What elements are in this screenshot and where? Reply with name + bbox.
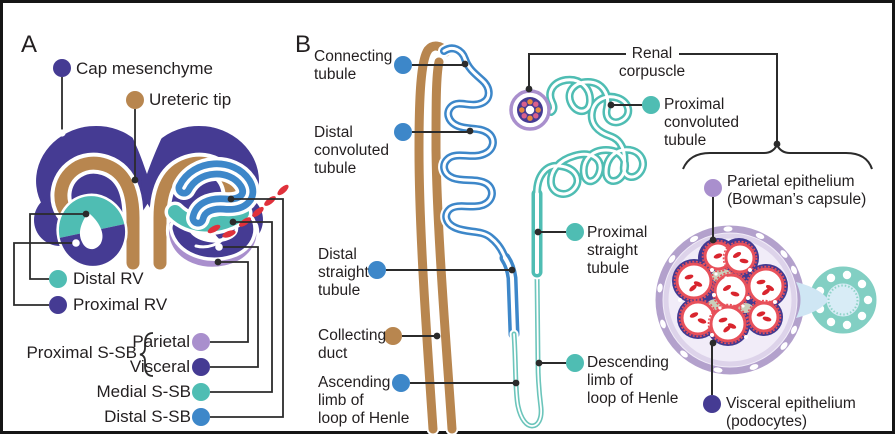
label-ureteric-tip: Ureteric tip — [149, 90, 232, 109]
distal-ssb-dot — [192, 408, 210, 426]
distal-nephron-tubule-shape — [438, 42, 522, 342]
label-collecting-duct: Collecting duct — [318, 327, 387, 362]
label-proximal-convoluted-tubule: Proximal convoluted tubule — [664, 96, 739, 149]
collecting-duct-shape — [412, 39, 459, 436]
label-distal-rv: Distal RV — [73, 269, 144, 288]
cap-mesenchyme-dot — [53, 59, 71, 77]
label-cap-mesenchyme: Cap mesenchyme — [76, 59, 214, 78]
panel-b-anchor-dots — [433, 60, 781, 387]
panel-b-label-dots — [368, 56, 722, 413]
ureteric-tip-dot — [126, 91, 144, 109]
parietal-epithelium-dot — [704, 179, 722, 197]
label-visceral: Visceral — [129, 357, 190, 376]
panel-a-anchor-dots — [58, 129, 237, 266]
visceral-epithelium-dot — [703, 395, 721, 413]
label-connecting-tubule: Connecting tubule — [314, 48, 393, 83]
panel-a-letter: A — [21, 31, 38, 58]
renal-corpuscle-small-shape — [509, 89, 551, 131]
distal-straight-tubule-dot — [368, 261, 386, 279]
proximal-ssb-brace — [139, 332, 154, 377]
label-parietal: Parietal — [132, 332, 190, 351]
corpuscle-neck — [796, 282, 827, 318]
distal-rv-dot — [49, 270, 67, 288]
label-parietal-epithelium: Parietal epithelium (Bowman’s capsule) — [727, 173, 867, 208]
label-proximal-ssb: Proximal S-SB — [26, 343, 137, 362]
label-proximal-rv: Proximal RV — [73, 295, 168, 314]
descending-limb-dot — [566, 354, 584, 372]
visceral-dot — [192, 358, 210, 376]
label-renal-corpuscle: Renal corpuscle — [618, 45, 686, 80]
label-proximal-straight-tubule: Proximal straight tubule — [587, 224, 648, 277]
label-descending-limb: Descending limb of loop of Henle — [587, 354, 679, 407]
label-distal-convoluted-tubule: Distal convoluted tubule — [314, 124, 389, 177]
ascending-limb-dot — [392, 374, 410, 392]
distal-convoluted-tubule-dot — [394, 123, 412, 141]
label-visceral-epithelium: Visceral epithelium (podocytes) — [726, 395, 856, 430]
panel-a-leader-lines — [13, 77, 284, 418]
connecting-tubule-dot — [394, 56, 412, 74]
parietal-dot — [192, 333, 210, 351]
label-medial-ssb: Medial S-SB — [96, 382, 191, 401]
s-shaped-body-shape — [164, 157, 260, 270]
glomerular-capillaries — [673, 239, 787, 345]
proximal-convoluted-tubule-dot — [642, 96, 660, 114]
medial-ssb-dot — [192, 383, 210, 401]
label-distal-ssb: Distal S-SB — [104, 407, 191, 426]
label-ascending-limb: Ascending limb of loop of Henle — [318, 374, 410, 427]
collecting-duct-dot — [384, 327, 402, 345]
renal-corpuscle-detail-shape — [655, 225, 877, 375]
panel-b-letter: B — [295, 31, 312, 58]
proximal-rv-dot — [49, 296, 67, 314]
label-distal-straight-tubule: Distal straight tubule — [318, 246, 369, 299]
loop-of-henle-thin-limbs-shape — [509, 267, 546, 431]
proximal-tubule-cells — [815, 270, 873, 330]
parietal-cells — [657, 226, 798, 373]
panel-a-label-dots — [49, 59, 210, 426]
podocyte-specks — [678, 268, 777, 339]
proximal-straight-tubule-dot — [566, 223, 584, 241]
